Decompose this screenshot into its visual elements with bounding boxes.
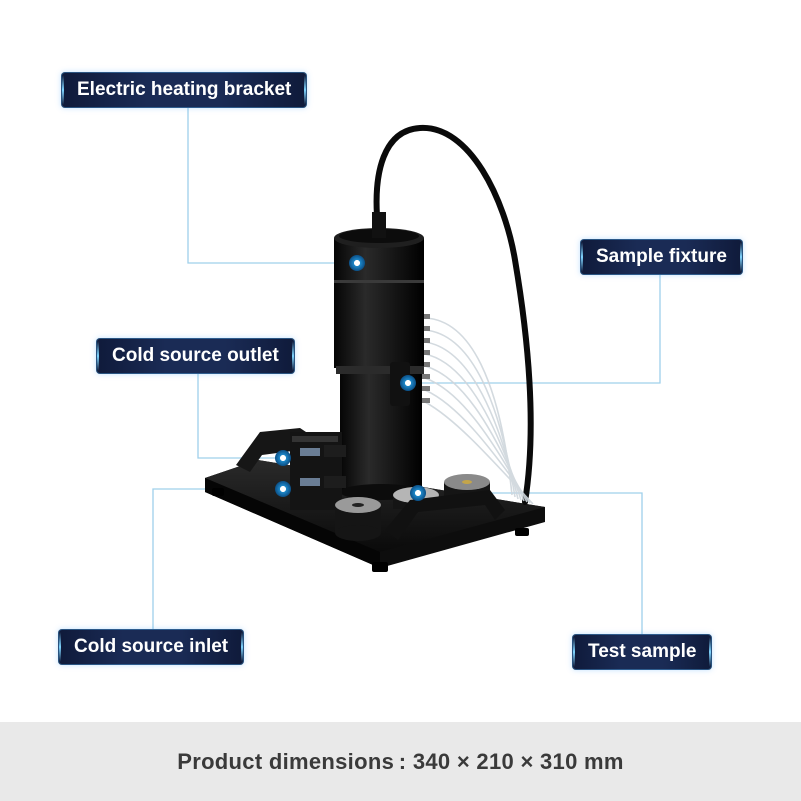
marker-cold-outlet: [275, 450, 291, 466]
marker-test-sample: [410, 485, 426, 501]
dimensions-footer: Product dimensions : 340 × 210 × 310 mm: [0, 722, 801, 801]
device-illustration: [152, 105, 661, 637]
label-cold-source-inlet: Cold source inlet: [58, 629, 245, 665]
heating-cylinder: [334, 212, 424, 500]
marker-electric-heating: [349, 255, 365, 271]
fiber-connectors: [420, 314, 430, 403]
marker-sample-fixture: [400, 375, 416, 391]
label-electric-heating-bracket: Electric heating bracket: [61, 72, 308, 108]
label-sample-fixture: Sample fixture: [580, 239, 743, 275]
fiber-bundle: [424, 317, 534, 505]
label-cold-source-outlet: Cold source outlet: [96, 338, 295, 374]
front-handle: [385, 490, 505, 540]
marker-cold-inlet: [275, 481, 291, 497]
label-test-sample: Test sample: [572, 634, 713, 670]
callout-markers: [275, 255, 426, 501]
gooseneck-cable: [373, 124, 534, 505]
dimensions-text: Product dimensions : 340 × 210 × 310 mm: [177, 748, 624, 774]
leader-sample-fixture: [408, 272, 661, 384]
leader-test-sample: [418, 492, 643, 637]
product-diagram: Electric heating bracket Sample fixture …: [58, 72, 743, 670]
leader-electric-heating: [187, 105, 357, 264]
